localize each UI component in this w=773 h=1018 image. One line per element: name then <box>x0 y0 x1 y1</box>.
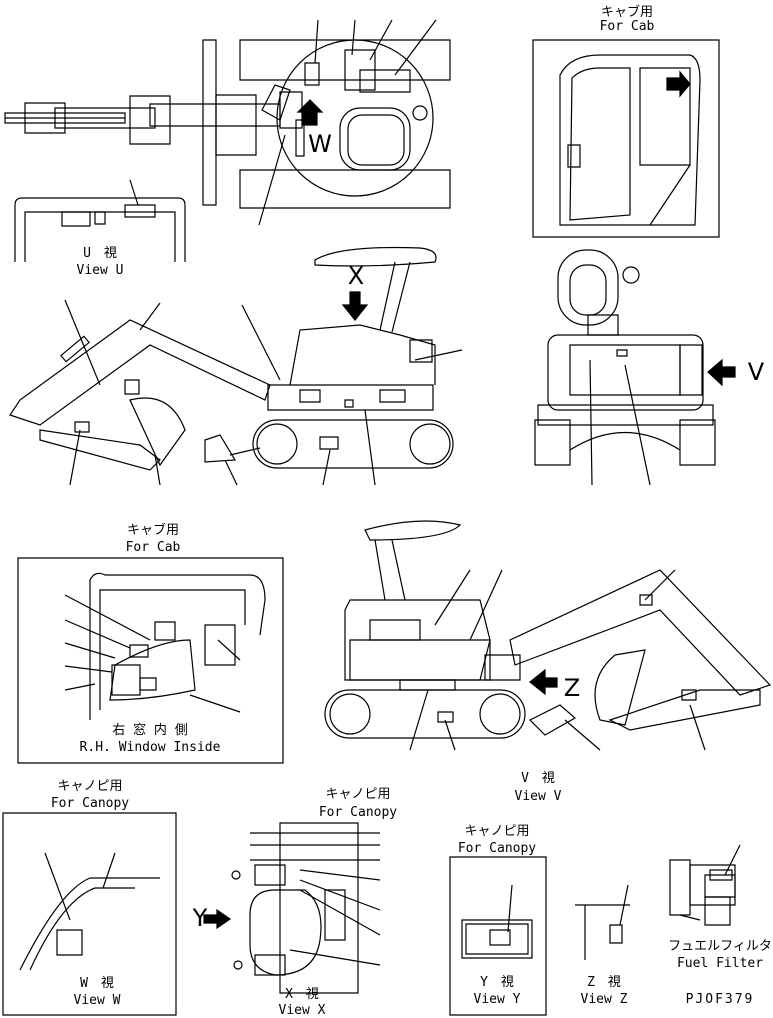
top-plan-view <box>5 20 450 225</box>
side-view-excavator <box>10 248 462 486</box>
view-w-box <box>3 813 176 1015</box>
cab-label: For Cab <box>599 19 655 34</box>
part-code: PJOF379 <box>685 992 755 1007</box>
canopy-x-label: For Canopy <box>318 805 398 820</box>
view-x-label: View X <box>278 1003 326 1018</box>
view-v-excavator <box>325 521 770 750</box>
rh-window-box <box>18 558 283 763</box>
arrow-w-letter: W <box>308 130 332 158</box>
rh-cab-label: For Cab <box>125 540 181 555</box>
view-z-detail <box>575 885 630 960</box>
view-y-box <box>450 857 546 1015</box>
canopy-y-label: For Canopy <box>457 841 537 856</box>
view-x-detail <box>204 823 380 993</box>
fuel-filter-label: Fuel Filter <box>676 956 764 971</box>
view-v-label-jp: V 視 <box>521 771 555 786</box>
view-z-label: View Z <box>580 992 628 1007</box>
cab-detail-box <box>533 40 719 237</box>
view-u-label-jp: U 視 <box>83 246 117 261</box>
canopy-y-label-jp: キャノピ用 <box>464 824 530 839</box>
view-y-label: View Y <box>473 992 521 1007</box>
view-w-label: View W <box>73 993 121 1008</box>
fuel-filter-detail <box>670 845 740 925</box>
view-v-label: View V <box>514 789 562 804</box>
canopy-x-label-jp: キャノピ用 <box>325 787 391 802</box>
cab-label-jp: キャブ用 <box>600 5 654 20</box>
rh-window-label: R.H. Window Inside <box>79 740 221 755</box>
fuel-filter-label-jp: フュエルフィルタ <box>668 939 772 954</box>
arrow-v-letter: V <box>747 358 765 386</box>
view-u-label: View U <box>76 263 124 278</box>
arrow-z-letter: Z <box>563 674 581 702</box>
canopy-w-label: For Canopy <box>50 796 130 811</box>
rh-window-label-jp: 右 窓 内 側 <box>112 723 188 738</box>
arrow-x-letter: X <box>347 262 365 290</box>
view-y-label-jp: Y 視 <box>480 975 514 990</box>
rear-view-excavator <box>535 250 735 485</box>
view-z-label-jp: Z 視 <box>587 975 621 990</box>
view-u-detail <box>15 180 185 262</box>
view-x-label-jp: X 視 <box>285 987 319 1002</box>
view-w-label-jp: W 視 <box>80 976 114 991</box>
rh-cab-label-jp: キャブ用 <box>126 523 180 538</box>
canopy-w-label-jp: キャノピ用 <box>57 779 123 794</box>
arrow-y-letter: Y <box>192 904 208 932</box>
